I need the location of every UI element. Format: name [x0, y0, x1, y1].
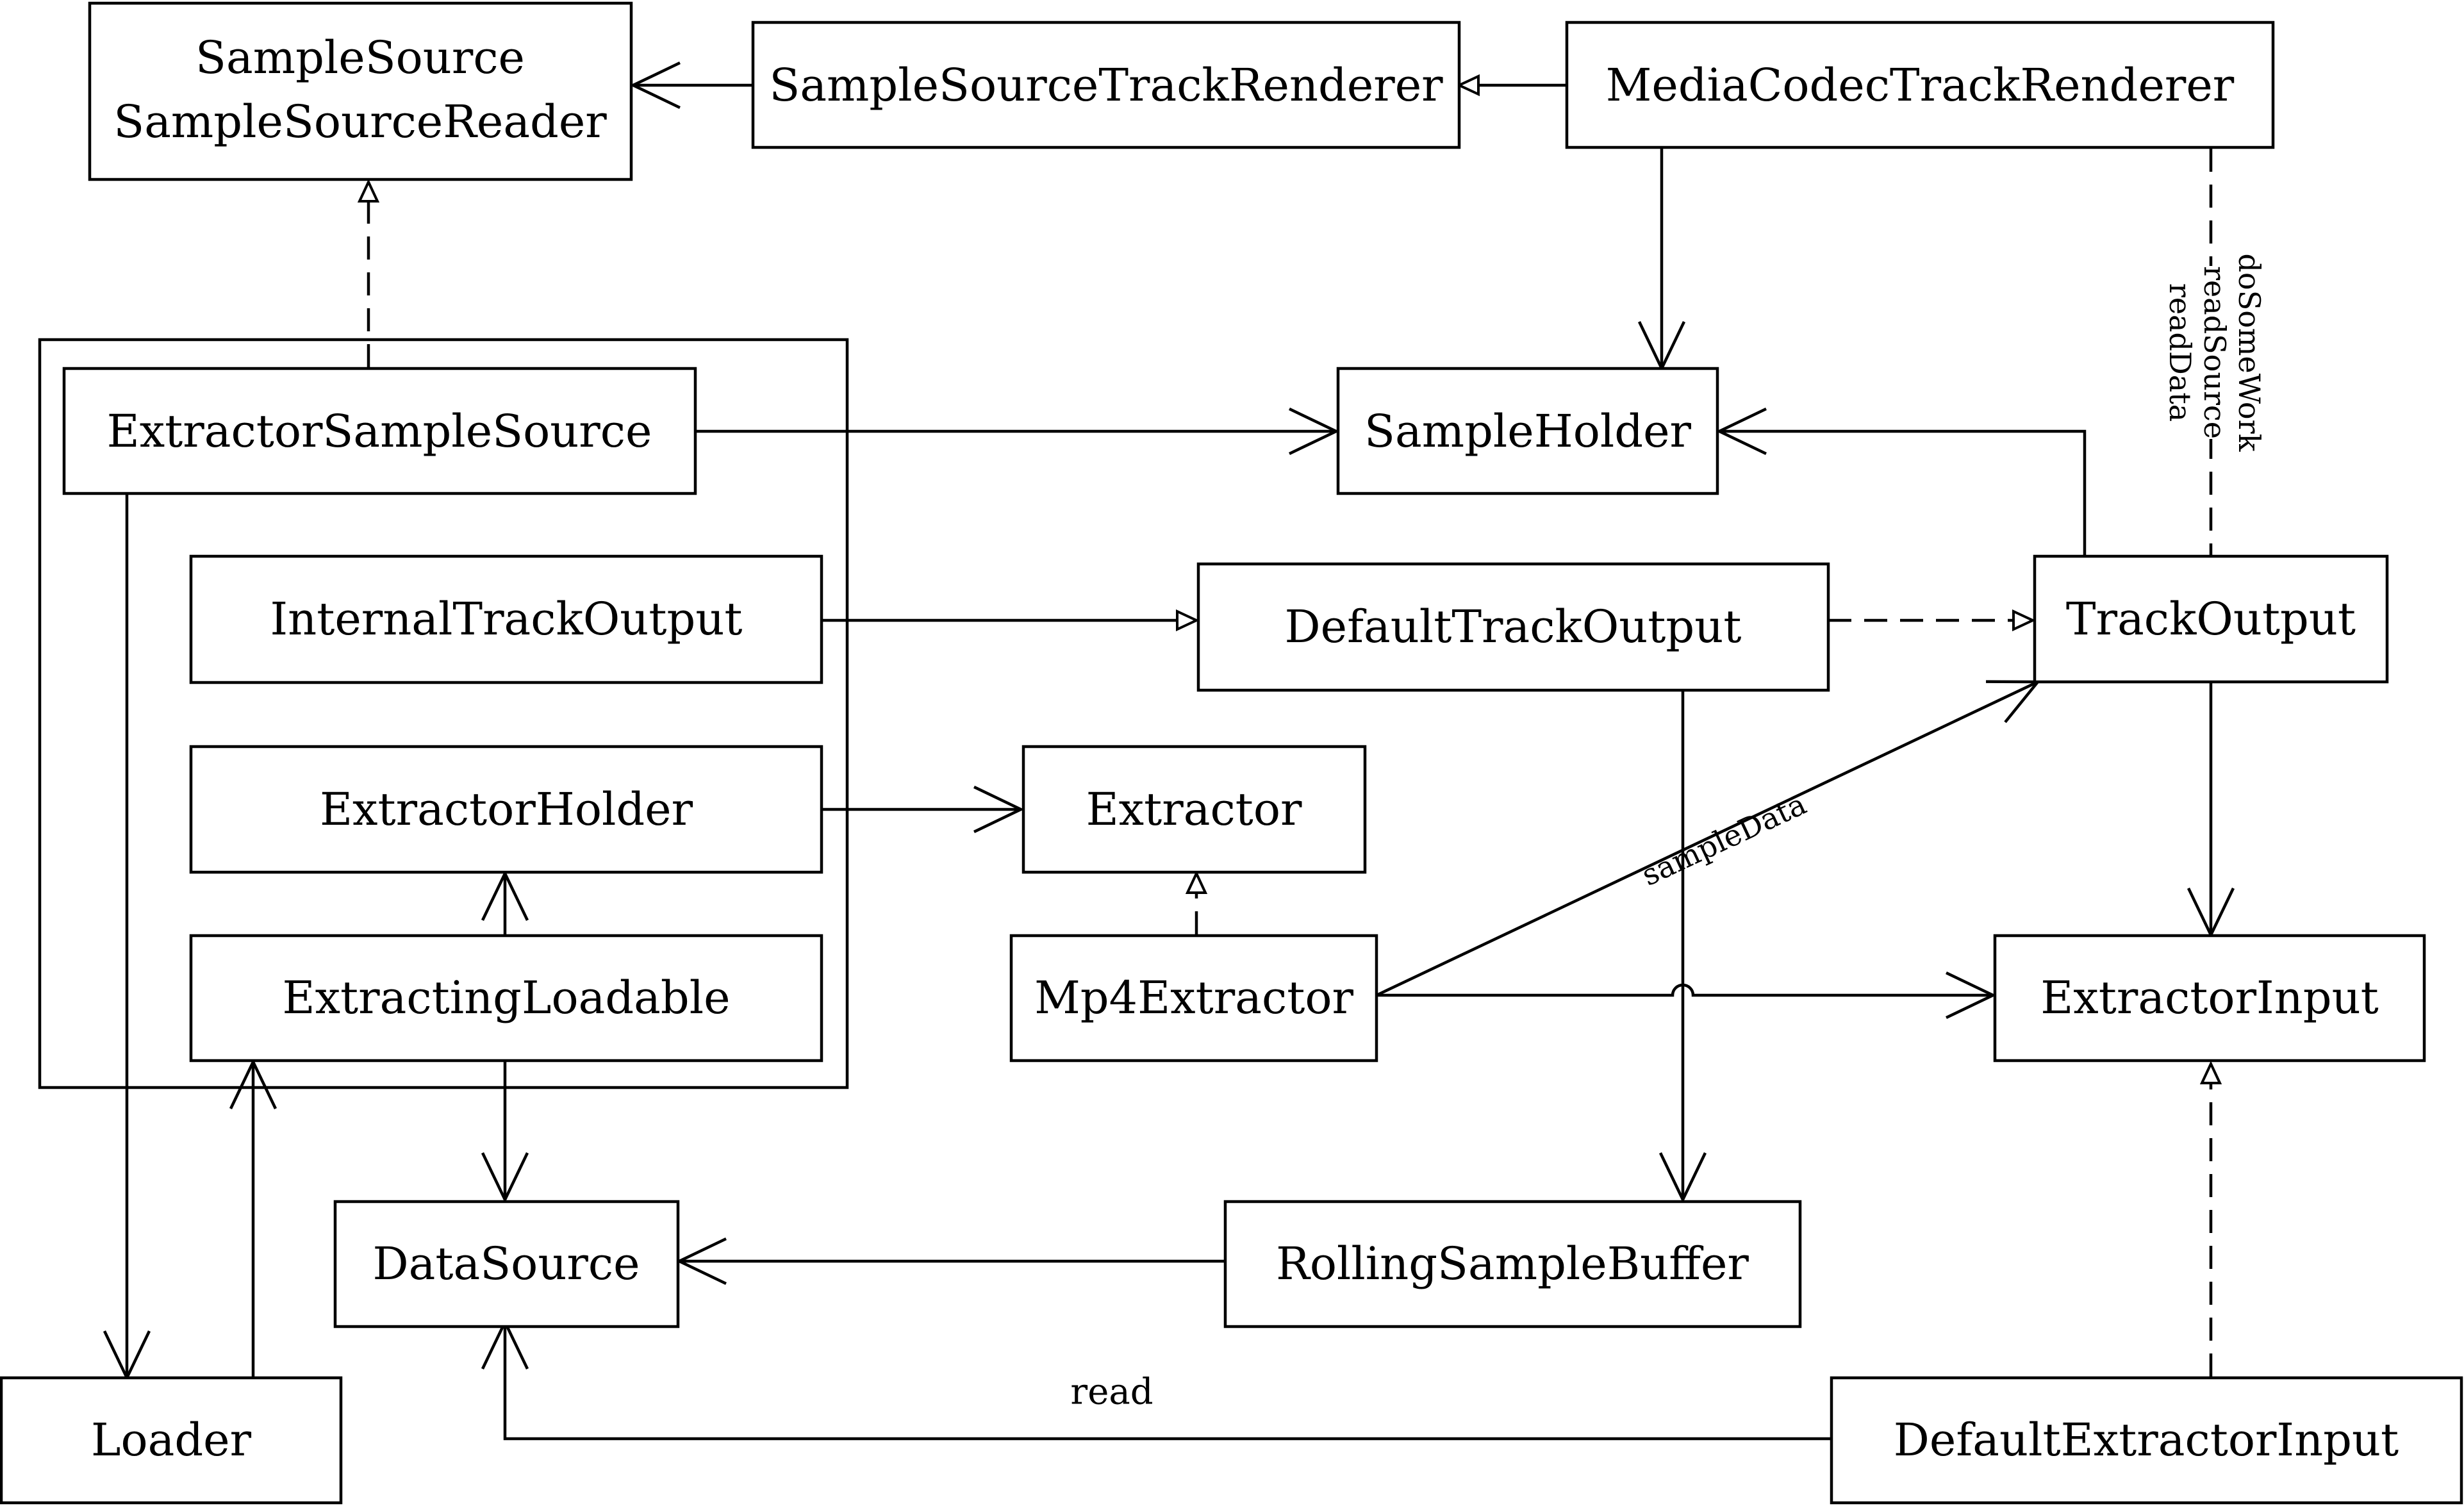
node-default-track-output: DefaultTrackOutput: [1196, 562, 1830, 692]
node-extractor-sample-source: ExtractorSampleSource: [62, 367, 697, 495]
node-loader: Loader: [0, 1376, 343, 1505]
node-sample-source: SampleSource SampleSourceReader: [88, 1, 633, 181]
node-extractor-input: ExtractorInput: [1993, 934, 2426, 1063]
node-sample-holder: SampleHolder: [1336, 367, 1719, 495]
edge-track-output-to-sample-holder: [1719, 431, 2087, 555]
node-extracting-loadable-label: ExtractingLoadable: [282, 972, 730, 1024]
node-track-output-label: TrackOutput: [2066, 593, 2356, 645]
edge-mp4-to-extractor-input: [1377, 985, 1993, 995]
node-extractor: Extractor: [1021, 745, 1367, 874]
node-internal-track-output: InternalTrackOutput: [189, 554, 823, 684]
node-rolling-sample-buffer-label: RollingSampleBuffer: [1276, 1237, 1749, 1290]
node-default-extractor-input: DefaultExtractorInput: [1830, 1376, 2463, 1505]
node-rolling-sample-buffer: RollingSampleBuffer: [1223, 1200, 1802, 1328]
node-extractor-sample-source-label: ExtractorSampleSource: [107, 405, 652, 458]
edge-label-renderer-calls: doSomeWork readSource readData: [2150, 254, 2272, 452]
node-extractor-holder: ExtractorHolder: [189, 745, 823, 874]
node-internal-track-output-label: InternalTrackOutput: [270, 593, 742, 645]
node-extractor-input-label: ExtractorInput: [2040, 972, 2379, 1024]
extractor-sample-source-group: [38, 338, 849, 1089]
renderer-call-do-some-work: doSomeWork: [2232, 254, 2267, 452]
node-mp4-extractor-label: Mp4Extractor: [1034, 972, 1353, 1024]
node-sample-source-line-1: SampleSource: [195, 31, 525, 84]
edge-label-read: read: [1070, 1371, 1153, 1413]
edge-mp4-to-track-output: [1376, 682, 2038, 997]
node-data-source-label: DataSource: [373, 1237, 640, 1290]
node-extracting-loadable: ExtractingLoadable: [189, 934, 823, 1063]
edge-default-extractor-input-read: [505, 1322, 1831, 1441]
renderer-call-read-source: readSource: [2197, 266, 2232, 439]
node-loader-label: Loader: [91, 1414, 252, 1466]
node-mp4-extractor: Mp4Extractor: [1009, 934, 1378, 1063]
node-default-extractor-input-label: DefaultExtractorInput: [1894, 1414, 2399, 1466]
edge-label-sample-data: sampleData: [1636, 786, 1811, 893]
node-data-source: DataSource: [333, 1200, 680, 1328]
node-extractor-holder-label: ExtractorHolder: [320, 783, 693, 836]
node-default-track-output-label: DefaultTrackOutput: [1285, 600, 1742, 653]
node-sample-source-track-renderer: SampleSourceTrackRenderer: [751, 21, 1461, 149]
node-sample-holder-label: SampleHolder: [1364, 405, 1691, 458]
node-sample-source-track-renderer-label: SampleSourceTrackRenderer: [769, 59, 1443, 112]
renderer-call-read-data: readData: [2163, 283, 2197, 422]
node-sample-source-line-2: SampleSourceReader: [113, 95, 607, 148]
node-extractor-label: Extractor: [1086, 783, 1302, 836]
node-media-codec-track-renderer: MediaCodecTrackRenderer: [1565, 21, 2275, 149]
node-track-output: TrackOutput: [2033, 554, 2389, 684]
edges: [127, 85, 2211, 1441]
node-media-codec-track-renderer-label: MediaCodecTrackRenderer: [1606, 59, 2235, 112]
